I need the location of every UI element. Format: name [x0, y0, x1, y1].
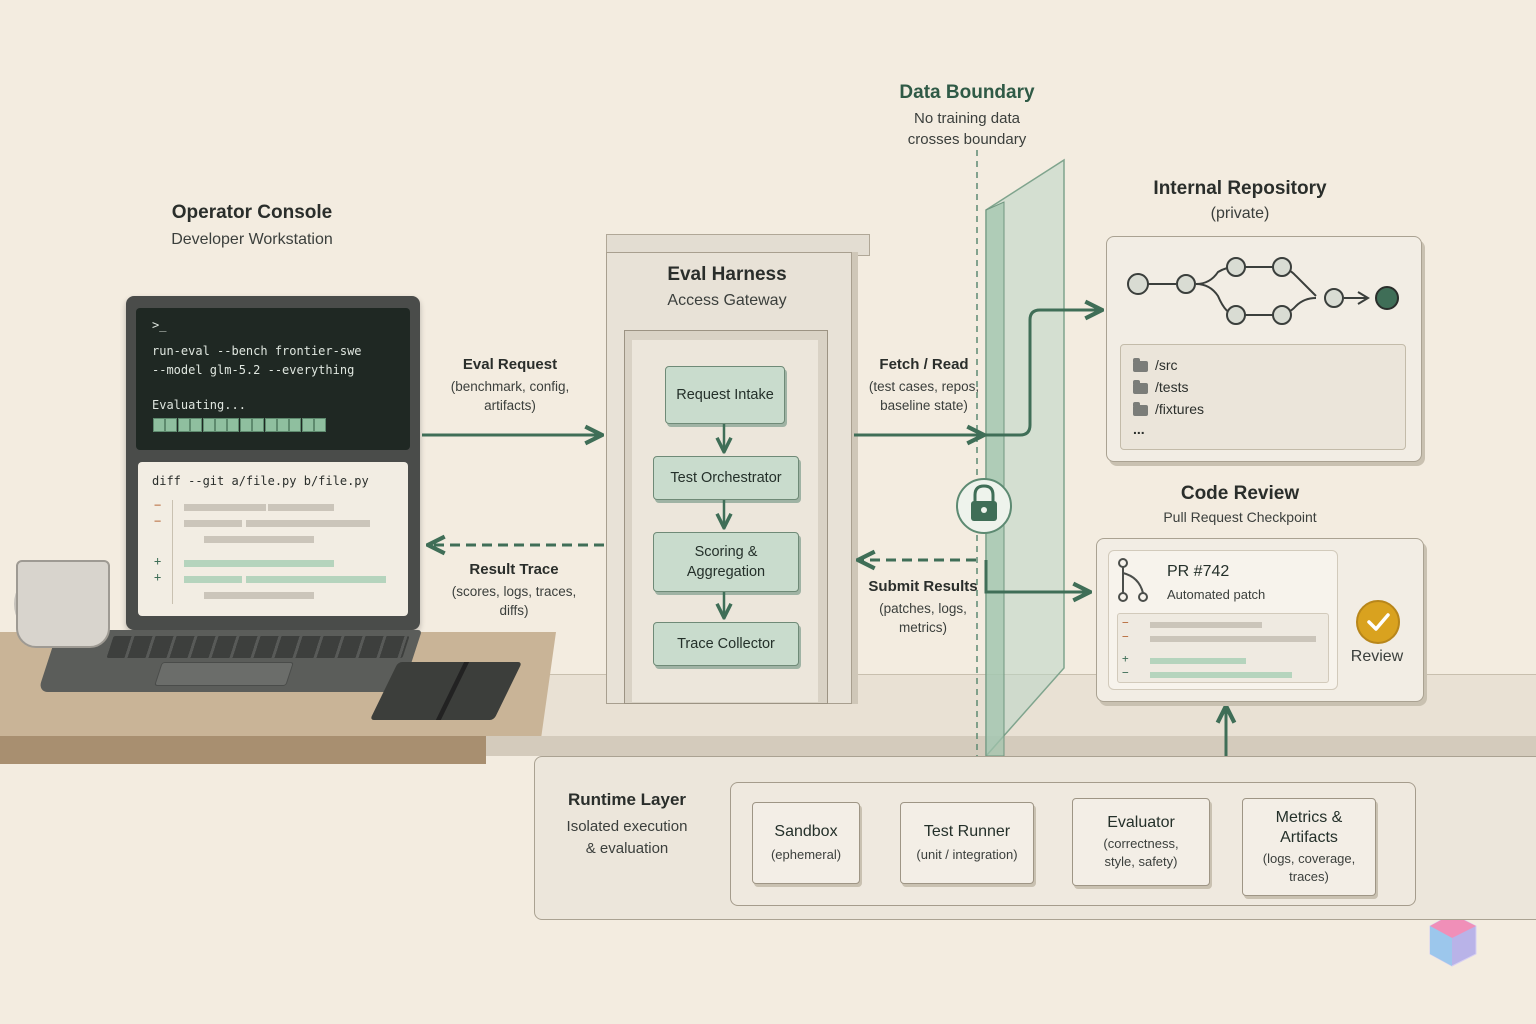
runtime-line2: & evaluation [585, 840, 669, 857]
test-orchestrator-node[interactable]: Test Orchestrator [653, 456, 799, 500]
progress-segment [239, 418, 252, 432]
runtime-line1: Isolated execution [566, 818, 688, 835]
code-review-subtitle: Pull Request Checkpoint [1163, 509, 1317, 525]
pr-number: PR #742 [1167, 563, 1230, 580]
folder-item-tests[interactable]: /tests [1133, 379, 1188, 395]
terminal-status: Evaluating... [152, 398, 246, 412]
fetch-read-detail: (test cases, repos, [868, 379, 980, 394]
desk-edge [0, 736, 486, 764]
trace-collector-node[interactable]: Trace Collector [653, 622, 799, 666]
folder-item-src[interactable]: /src [1133, 357, 1178, 373]
repository-title: Internal Repository [1153, 178, 1327, 199]
repository-arrow [986, 310, 1100, 437]
terminal-window[interactable]: >_ run-eval --bench frontier-swe --model… [136, 308, 410, 450]
diff-line-added [184, 576, 242, 583]
pull-request-card[interactable]: PR #742 Automated patch − − + − [1108, 550, 1338, 690]
diff-header: diff --git a/file.py b/file.py [152, 474, 369, 488]
diff-gutter [172, 500, 173, 604]
test-runner-step[interactable]: Test Runner (unit / integration) [900, 802, 1034, 884]
progress-segment [177, 418, 190, 432]
eval-request-title: Eval Request [462, 356, 558, 373]
data-boundary-line1: No training data [914, 110, 1020, 127]
folder-list-more: ... [1133, 421, 1145, 437]
pr-diff-preview: − − + − [1117, 613, 1329, 683]
eval-harness-title: Eval Harness [667, 264, 787, 285]
diff-line-context [204, 592, 314, 599]
fetch-read-detail: baseline state) [880, 398, 968, 413]
code-review-title: Code Review [1180, 483, 1300, 504]
diff-line-added [184, 560, 334, 567]
eval-harness-subtitle: Access Gateway [667, 292, 787, 309]
diff-plus-marker: + [154, 554, 162, 568]
review-label: Review [1350, 648, 1404, 665]
sandbox-step[interactable]: Sandbox (ephemeral) [752, 802, 860, 884]
progress-segment [252, 418, 265, 432]
folder-icon [1133, 357, 1148, 372]
pr-description: Automated patch [1167, 587, 1266, 602]
data-boundary-line2: crosses boundary [907, 131, 1027, 148]
diff-minus-marker: − [154, 514, 162, 528]
terminal-progress-bar [153, 418, 327, 432]
data-boundary-title: Data Boundary [899, 82, 1035, 103]
eval-request-detail: artifacts) [484, 398, 536, 413]
folder-item-fixtures[interactable]: /fixtures [1133, 401, 1204, 417]
progress-segment [301, 418, 314, 432]
result-trace-detail: diffs) [499, 603, 529, 618]
lock-icon [973, 484, 995, 502]
git-graph-icon [1127, 257, 1399, 325]
folder-icon [1133, 401, 1148, 416]
coffee-mug [16, 560, 110, 648]
repository-file-list: /src /tests /fixtures ... [1120, 344, 1406, 450]
diff-line-added [246, 576, 386, 583]
diff-line-removed [246, 520, 370, 527]
scoring-aggregation-node[interactable]: Scoring & Aggregation [653, 532, 799, 592]
request-intake-node[interactable]: Request Intake [665, 366, 785, 424]
result-trace-detail: (scores, logs, traces, [451, 584, 577, 599]
submit-results-title: Submit Results [868, 578, 978, 595]
fetch-read-title: Fetch / Read [879, 356, 969, 373]
result-trace-title: Result Trace [469, 561, 559, 578]
progress-segment [264, 418, 277, 432]
eval-request-detail: (benchmark, config, [450, 379, 570, 394]
submit-results-detail: metrics) [899, 620, 947, 635]
diff-line-removed [184, 520, 242, 527]
progress-segment [190, 418, 203, 432]
progress-segment [202, 418, 215, 432]
progress-segment [227, 418, 240, 432]
branch-icon [1118, 558, 1148, 602]
terminal-command-line2: --model glm-5.2 --everything [152, 363, 355, 377]
diff-minus-marker: − [154, 498, 162, 512]
progress-segment [314, 418, 327, 432]
progress-segment [215, 418, 227, 432]
submit-results-detail: (patches, logs, [879, 601, 967, 616]
review-check-icon[interactable] [1356, 600, 1400, 644]
progress-segment [289, 418, 302, 432]
runtime-title: Runtime Layer [567, 790, 687, 809]
operator-console-subtitle: Developer Workstation [171, 231, 333, 248]
diff-pane[interactable]: diff --git a/file.py b/file.py − − + + [138, 462, 408, 616]
diff-line-removed [268, 504, 334, 511]
folder-icon [1133, 379, 1148, 394]
operator-console-title: Operator Console [171, 202, 333, 223]
progress-segment [165, 418, 178, 432]
diff-plus-marker: + [154, 570, 162, 584]
repository-subtitle: (private) [1210, 205, 1270, 222]
progress-segment [277, 418, 289, 432]
evaluator-step[interactable]: Evaluator (correctness, style, safety) [1072, 798, 1210, 886]
floor-edge [486, 736, 1536, 756]
terminal-prompt: >_ [152, 318, 167, 332]
progress-segment [153, 418, 165, 432]
code-review-arrow [984, 560, 1088, 592]
diff-line-context [204, 536, 314, 543]
diff-line-removed [184, 504, 266, 511]
metrics-artifacts-step[interactable]: Metrics & Artifacts (logs, coverage, tra… [1242, 798, 1376, 896]
terminal-command-line1: run-eval --bench frontier-swe [152, 344, 362, 358]
